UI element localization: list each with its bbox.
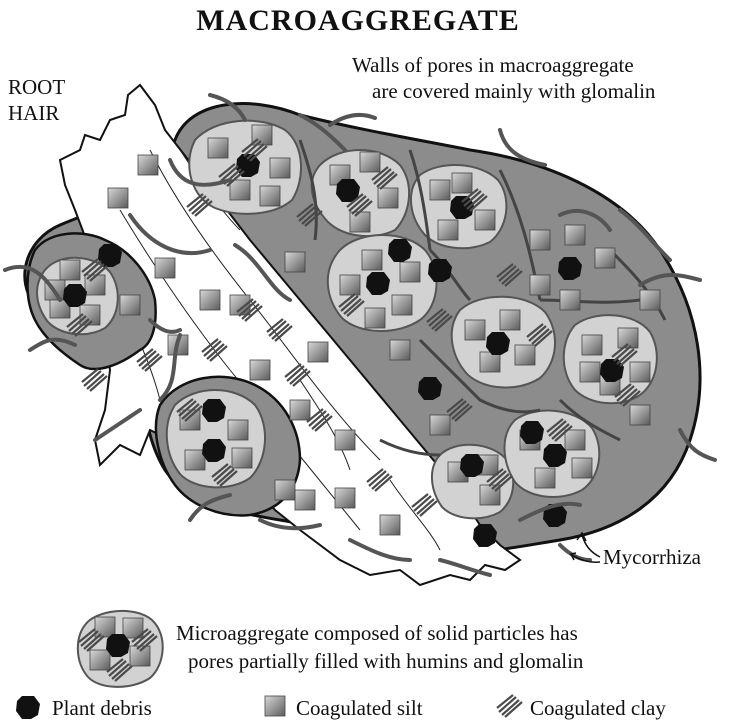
walls-label-line2: are covered mainly with glomalin: [372, 79, 656, 103]
legend-coagulated-clay-label: Coagulated clay: [530, 696, 666, 720]
legend-coagulated-silt-icon: [265, 696, 285, 716]
legend-coagulated-silt-label: Coagulated silt: [296, 696, 423, 720]
legend-coagulated-clay-icon: [497, 695, 522, 717]
diagram-title: MACROAGGREGATE: [196, 4, 519, 37]
legend-plant-debris-label: Plant debris: [52, 696, 152, 720]
walls-label-line1: Walls of pores in macroaggregate: [352, 53, 634, 77]
legend-plant-debris-icon: [16, 696, 40, 719]
legend-microaggregate-line1: Microaggregate composed of solid particl…: [176, 621, 578, 645]
root-hair-label-line1: ROOT: [8, 75, 65, 99]
legend-microaggregate-line2: pores partially filled with humins and g…: [188, 649, 584, 673]
mycorrhiza-label: Mycorrhiza: [603, 545, 702, 569]
legend-microaggregate-icon: [78, 611, 163, 687]
root-hair-label-line2: HAIR: [8, 101, 59, 125]
legend: Microaggregate composed of solid particl…: [16, 611, 666, 720]
